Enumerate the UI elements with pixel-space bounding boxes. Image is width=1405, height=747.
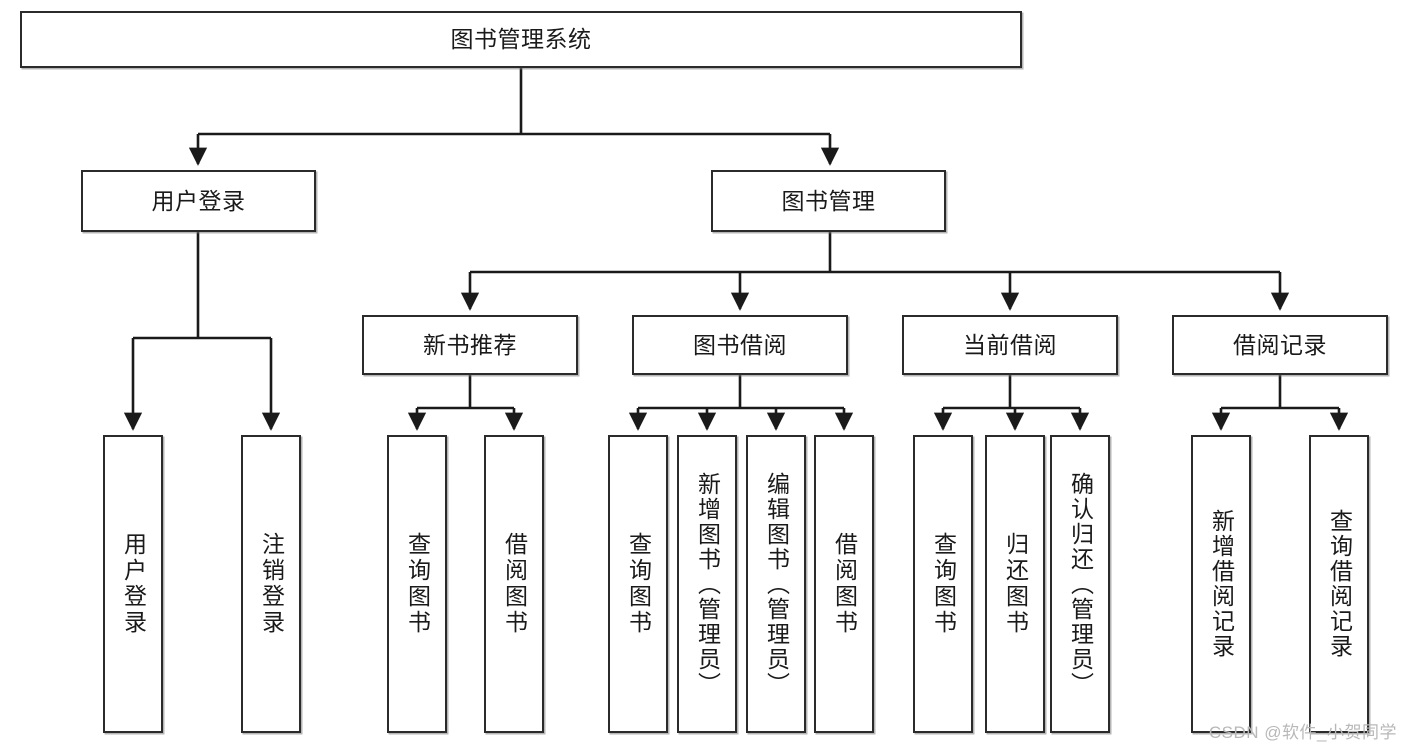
leaf-query-book-borrow[interactable]: 查询图书 [608,435,668,733]
leaf-add-borrow-record[interactable]: 新增借阅记录 [1191,435,1251,733]
leaf-return-book[interactable]: 归还图书 [985,435,1045,733]
leaf-confirm-return-admin[interactable]: 确认归还（管理员） [1050,435,1110,733]
leaf-add-book-admin[interactable]: 新增图书（管理员） [677,435,737,733]
node-borrow-record[interactable]: 借阅记录 [1172,315,1388,375]
leaf-edit-book-admin[interactable]: 编辑图书（管理员） [746,435,806,733]
leaf-borrow-book-borrow[interactable]: 借阅图书 [814,435,874,733]
leaf-query-book-current[interactable]: 查询图书 [913,435,973,733]
node-book-borrow[interactable]: 图书借阅 [632,315,848,375]
node-user-login[interactable]: 用户登录 [81,170,316,232]
leaf-query-book-newbook[interactable]: 查询图书 [387,435,447,733]
leaf-borrow-book-newbook[interactable]: 借阅图书 [484,435,544,733]
leaf-user-login[interactable]: 用户登录 [103,435,163,733]
node-current-borrow[interactable]: 当前借阅 [902,315,1118,375]
node-root[interactable]: 图书管理系统 [20,11,1022,68]
node-new-book-recommend[interactable]: 新书推荐 [362,315,578,375]
leaf-logout[interactable]: 注销登录 [241,435,301,733]
leaf-query-borrow-record[interactable]: 查询借阅记录 [1309,435,1369,733]
csdn-watermark: CSDN @软件_小贺同学 [1208,723,1397,742]
node-book-management[interactable]: 图书管理 [711,170,946,232]
